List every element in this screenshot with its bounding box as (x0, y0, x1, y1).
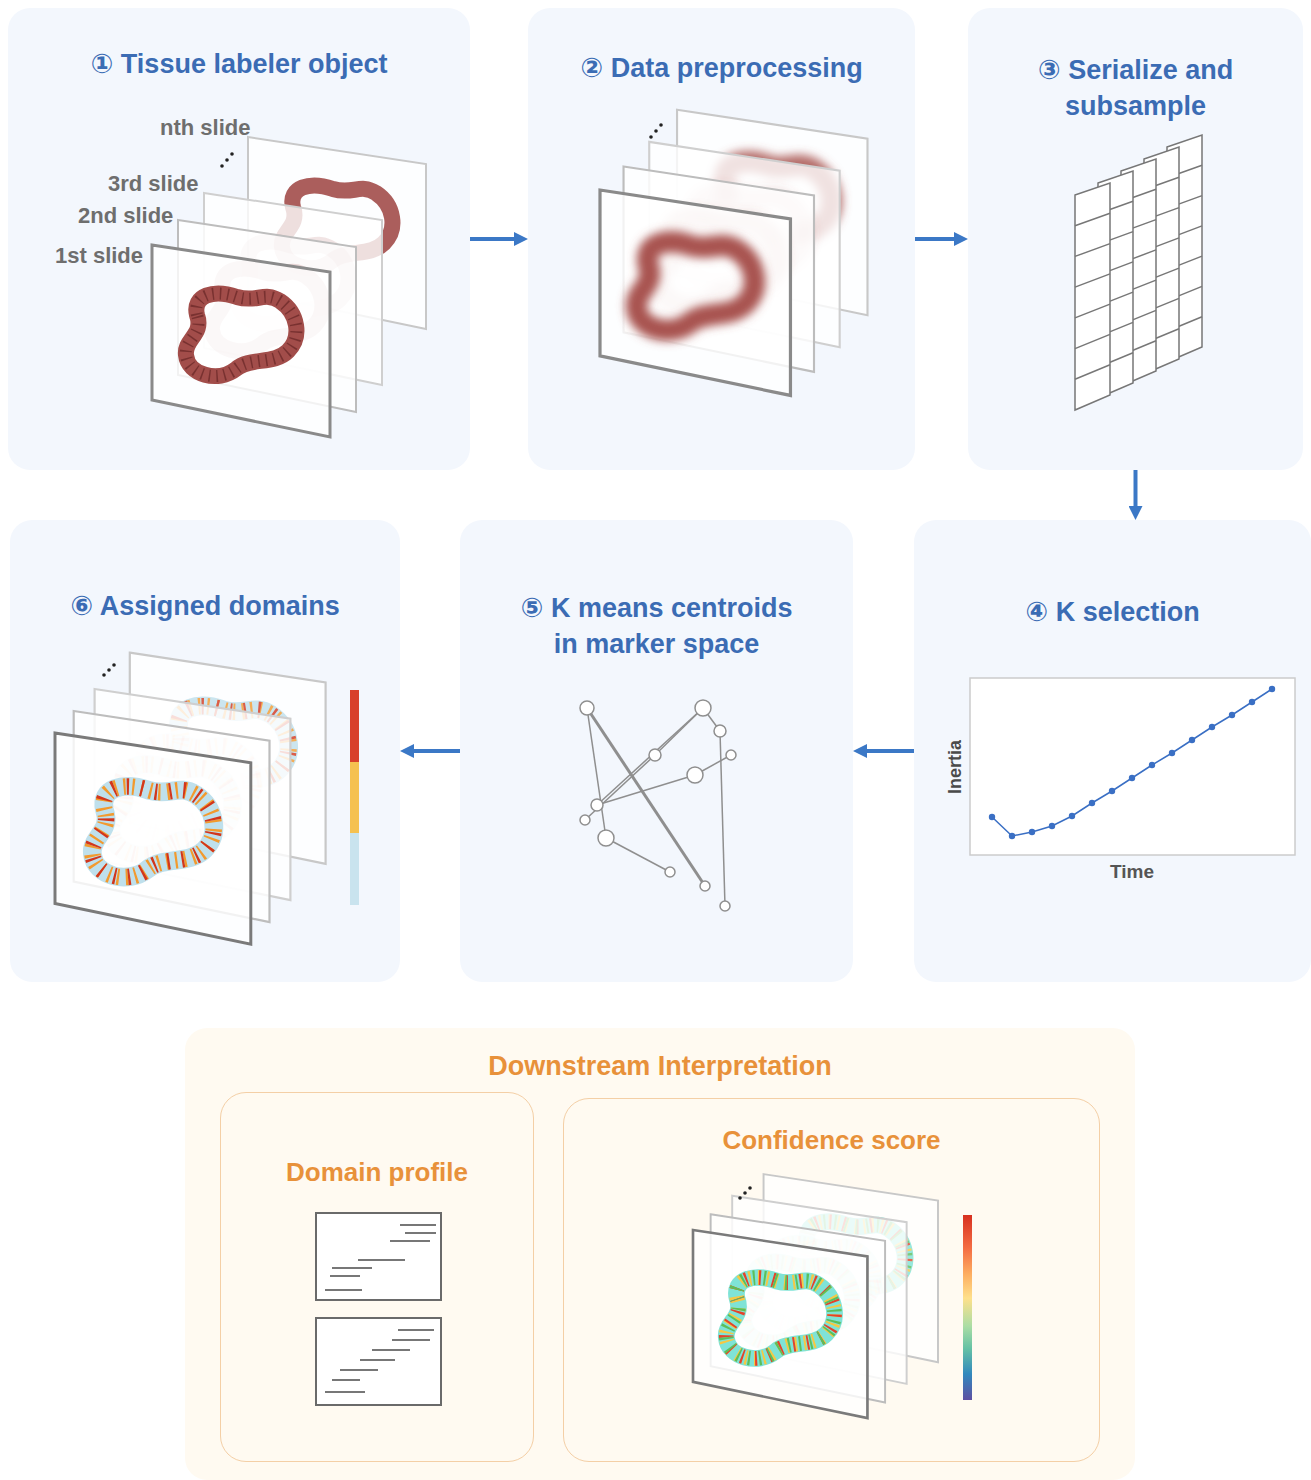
panel-title: ⑤ K means centroids in marker space (512, 590, 802, 663)
step-panel: ④ K selection (914, 520, 1311, 982)
flow-arrow (915, 237, 958, 241)
flow-arrow (863, 749, 914, 753)
panel-title: Downstream Interpretation (310, 1048, 1010, 1084)
panel-title: ④ K selection (933, 594, 1293, 630)
slide-label: nth slide (160, 115, 250, 141)
step-panel: ① Tissue labeler object (8, 8, 470, 470)
flow-arrow (410, 749, 460, 753)
panel-title: Domain profile (237, 1155, 517, 1190)
interpretation-panel: Downstream InterpretationDomain profile C… (185, 1028, 1135, 1480)
output-panel: Domain profile (220, 1092, 534, 1462)
output-panel: Confidence score (563, 1098, 1100, 1462)
slide-label: 3rd slide (108, 171, 198, 197)
axis-label: Time (1110, 861, 1154, 884)
panel-title: ② Data preprocessing (542, 50, 902, 86)
panel-title: ① Tissue labeler object (24, 46, 454, 82)
step-panel: ⑥ Assigned domains (10, 520, 400, 982)
flow-arrow (1134, 470, 1138, 510)
flow-arrow (470, 237, 518, 241)
step-panel: ② Data preprocessing (528, 8, 915, 470)
panel-title: ⑥ Assigned domains (25, 588, 385, 624)
slide-label: 1st slide (55, 243, 143, 269)
panel-title: ③ Serialize and subsample (1006, 52, 1266, 125)
step-panel: ⑤ K means centroids in marker space (460, 520, 853, 982)
panel-title: Confidence score (592, 1123, 1072, 1158)
axis-label: Inertia (945, 740, 967, 794)
slide-label: 2nd slide (78, 203, 173, 229)
step-panel: ③ Serialize and subsample (968, 8, 1303, 470)
